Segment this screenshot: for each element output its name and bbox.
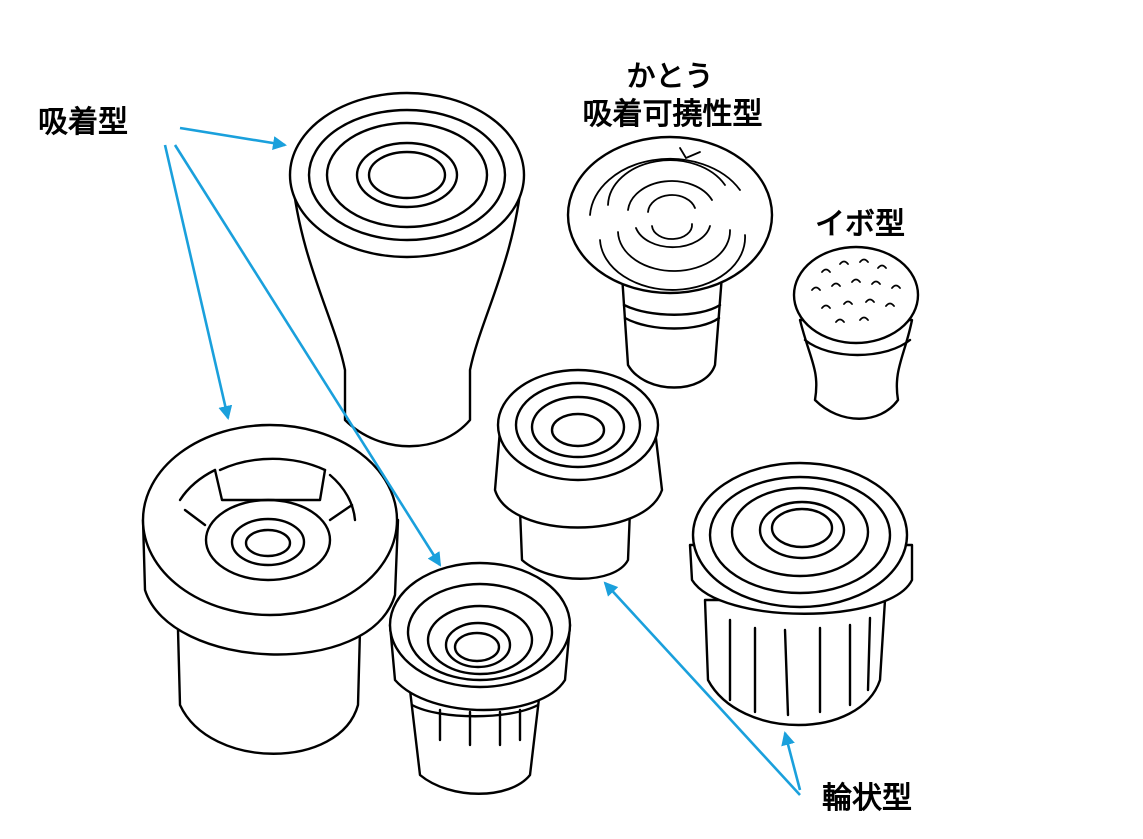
tall-suction-tip: [288, 91, 526, 448]
arrow-ring-right: [781, 731, 802, 791]
label-suction-type: 吸着型: [38, 105, 128, 140]
large-suction-tip: [141, 423, 400, 755]
wart-tip: [792, 245, 920, 420]
arrow-ring-middle: [603, 581, 801, 796]
flexible-suction-tip: [566, 135, 774, 389]
label-flexible-reading: かとう: [626, 59, 714, 93]
arrows: [163, 126, 802, 796]
label-wart-type: イボ型: [815, 207, 905, 242]
small-suction-tip: [388, 561, 572, 795]
arrow-suction-small: [173, 144, 442, 567]
label-ring-type: 輪状型: [822, 781, 912, 816]
label-flexible-suction-type: 吸着可撓性型: [582, 97, 763, 132]
middle-ring-tip: [493, 368, 664, 580]
arrow-suction-tall: [179, 126, 287, 150]
ring-tip: [688, 461, 914, 727]
arrow-suction-large: [163, 144, 233, 420]
